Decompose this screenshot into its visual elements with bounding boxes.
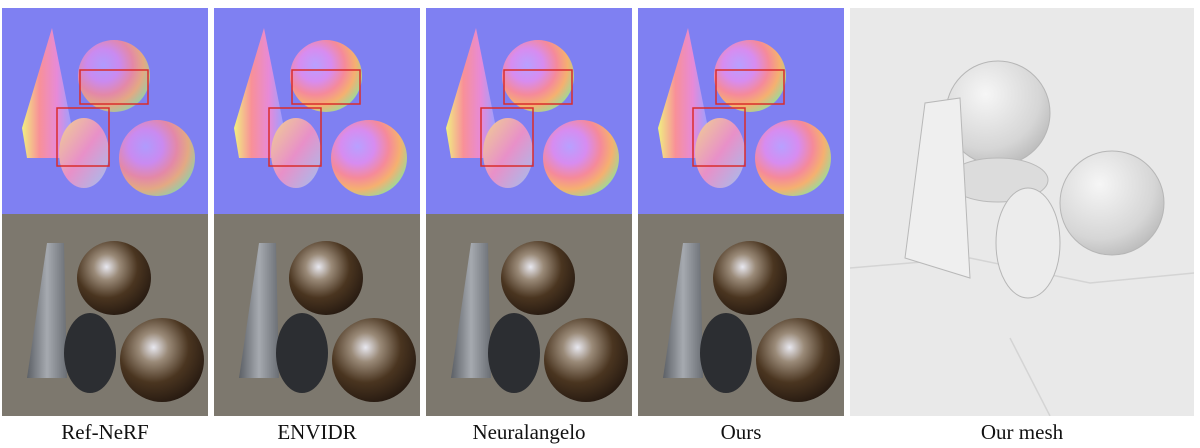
- highlight-box: [56, 107, 110, 167]
- highlight-box: [480, 107, 534, 167]
- caption-envidr: ENVIDR: [277, 420, 357, 444]
- photo-bucket: [27, 243, 67, 378]
- panel-image: [426, 8, 632, 416]
- panel-ref-nerf: [2, 8, 208, 416]
- highlight-box: [268, 107, 322, 167]
- normal-sphere-bottom: [543, 120, 619, 196]
- normal-sphere-top: [502, 40, 574, 112]
- mesh-bucket: [904, 97, 971, 279]
- photo-bucket: [239, 243, 279, 378]
- normal-cone: [658, 28, 708, 158]
- photo-sphere-bottom: [756, 318, 840, 402]
- mesh-head: [995, 187, 1061, 299]
- normal-sphere-bottom: [119, 120, 195, 196]
- normal-head: [59, 118, 109, 188]
- panel-neuralangelo: [426, 8, 632, 416]
- caption-our-mesh: Our mesh: [980, 420, 1064, 444]
- panel-image: [638, 8, 844, 416]
- normal-sphere-top: [290, 40, 362, 112]
- panel-our-mesh: [850, 8, 1194, 416]
- photo-head: [488, 313, 540, 393]
- panel-ours: [638, 8, 844, 416]
- highlight-box: [79, 69, 149, 105]
- mesh-sphere-right: [1059, 150, 1165, 256]
- highlight-box: [715, 69, 785, 105]
- photo-sphere-top: [289, 241, 363, 315]
- photo-head: [700, 313, 752, 393]
- caption-ours: Ours: [720, 420, 762, 444]
- photo-sphere-top: [77, 241, 151, 315]
- normal-head: [483, 118, 533, 188]
- photo-bucket: [663, 243, 703, 378]
- normal-cone: [234, 28, 284, 158]
- panel-image: [214, 8, 420, 416]
- panel-envidr: [214, 8, 420, 416]
- normal-sphere-bottom: [755, 120, 831, 196]
- photo-sphere-bottom: [120, 318, 204, 402]
- highlight-box: [291, 69, 361, 105]
- photo-sphere-bottom: [544, 318, 628, 402]
- photo-sphere-top: [501, 241, 575, 315]
- normal-cone: [446, 28, 496, 158]
- ground-crack: [1009, 337, 1051, 416]
- normal-head: [271, 118, 321, 188]
- photo-head: [276, 313, 328, 393]
- photo-head: [64, 313, 116, 393]
- caption-neuralangelo: Neuralangelo: [472, 420, 586, 444]
- mesh-image: [850, 8, 1194, 416]
- normal-sphere-bottom: [331, 120, 407, 196]
- photo-sphere-top: [713, 241, 787, 315]
- highlight-box: [503, 69, 573, 105]
- normal-head: [695, 118, 745, 188]
- normal-cone: [22, 28, 72, 158]
- highlight-box: [692, 107, 746, 167]
- normal-sphere-top: [78, 40, 150, 112]
- photo-sphere-bottom: [332, 318, 416, 402]
- normal-sphere-top: [714, 40, 786, 112]
- panel-image: [2, 8, 208, 416]
- photo-bucket: [451, 243, 491, 378]
- caption-ref-nerf: Ref-NeRF: [61, 420, 149, 444]
